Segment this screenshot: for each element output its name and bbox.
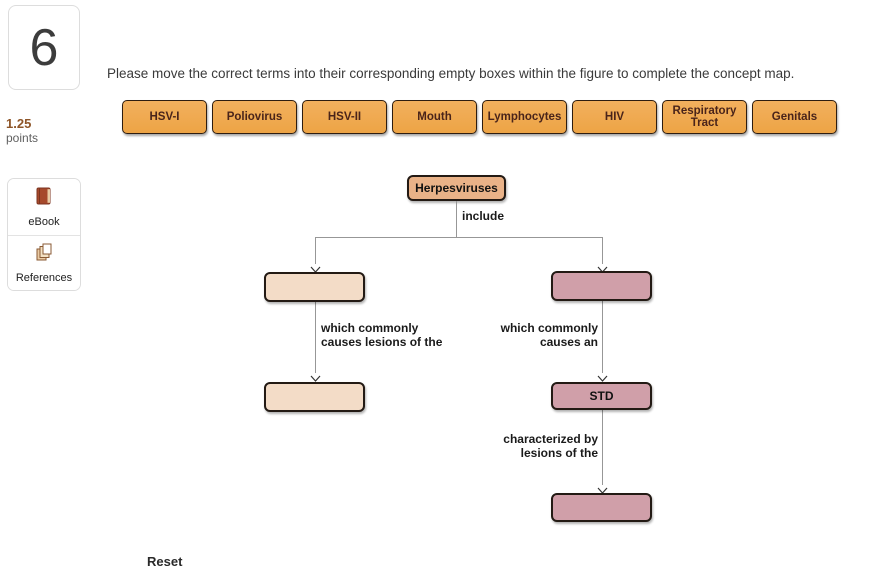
drop-box-left-leaf[interactable] bbox=[264, 382, 365, 412]
left-branch-label-line2: causes lesions of the bbox=[321, 335, 443, 349]
connector-root-down bbox=[456, 201, 457, 237]
connector-left-2 bbox=[315, 302, 316, 373]
include-label: include bbox=[462, 209, 505, 223]
references-icon bbox=[33, 241, 55, 268]
ebook-button[interactable]: eBook bbox=[8, 179, 80, 235]
connector-right-2 bbox=[602, 301, 603, 373]
ebook-icon bbox=[33, 185, 55, 212]
instruction-text: Please move the correct terms into their… bbox=[107, 66, 795, 81]
points-block: 1.25 points bbox=[6, 116, 38, 146]
references-label: References bbox=[15, 272, 73, 285]
points-value: 1.25 bbox=[6, 116, 32, 131]
left-branch-label-line1: which commonly bbox=[321, 321, 419, 335]
drop-box-right-branch[interactable] bbox=[551, 271, 652, 301]
question-number: 6 bbox=[29, 18, 59, 77]
std-sub-label-line2: lesions of the bbox=[520, 446, 598, 460]
ebook-label: eBook bbox=[28, 216, 60, 229]
term-chip-hiv[interactable]: HIV bbox=[572, 100, 657, 134]
connector-right-1 bbox=[602, 237, 603, 264]
term-chip-genitals[interactable]: Genitals bbox=[752, 100, 837, 134]
term-chip-mouth[interactable]: Mouth bbox=[392, 100, 477, 134]
drop-box-left-branch[interactable] bbox=[264, 272, 365, 302]
references-button[interactable]: References bbox=[8, 234, 80, 290]
arrowhead-down-icon bbox=[597, 481, 608, 494]
left-branch-label: which commonly causes lesions of the bbox=[321, 321, 442, 349]
arrowhead-down-icon bbox=[597, 260, 608, 273]
reset-button[interactable]: Reset bbox=[147, 554, 183, 569]
right-branch-label-line2: causes an bbox=[539, 335, 598, 349]
term-chip-respiratory-tract[interactable]: Respiratory Tract bbox=[662, 100, 747, 134]
resources-panel: eBook References bbox=[7, 178, 81, 291]
connector-right-3 bbox=[602, 410, 603, 485]
question-number-card: 6 bbox=[8, 5, 80, 90]
term-chip-hsv-ii[interactable]: HSV-II bbox=[302, 100, 387, 134]
std-sub-label: characterized by lesions of the bbox=[470, 432, 598, 460]
std-sub-label-line1: characterized by bbox=[503, 432, 598, 446]
arrowhead-down-icon bbox=[310, 369, 321, 382]
term-chip-bank: HSV-I Poliovirus HSV-II Mouth Lymphocyte… bbox=[122, 100, 837, 134]
drop-box-right-leaf[interactable] bbox=[551, 493, 652, 522]
term-chip-hsv-i[interactable]: HSV-I bbox=[122, 100, 207, 134]
term-chip-poliovirus[interactable]: Poliovirus bbox=[212, 100, 297, 134]
connector-branch-horizontal bbox=[315, 237, 603, 238]
connector-left-1 bbox=[315, 237, 316, 264]
concept-root-box: Herpesviruses bbox=[407, 175, 506, 201]
std-box: STD bbox=[551, 382, 652, 410]
arrowhead-down-icon bbox=[310, 260, 321, 273]
points-label: points bbox=[6, 131, 39, 145]
arrowhead-down-icon bbox=[597, 369, 608, 382]
term-chip-lymphocytes[interactable]: Lymphocytes bbox=[482, 100, 567, 134]
right-branch-label-line1: which commonly bbox=[500, 321, 598, 335]
right-branch-label: which commonly causes an bbox=[470, 321, 598, 349]
